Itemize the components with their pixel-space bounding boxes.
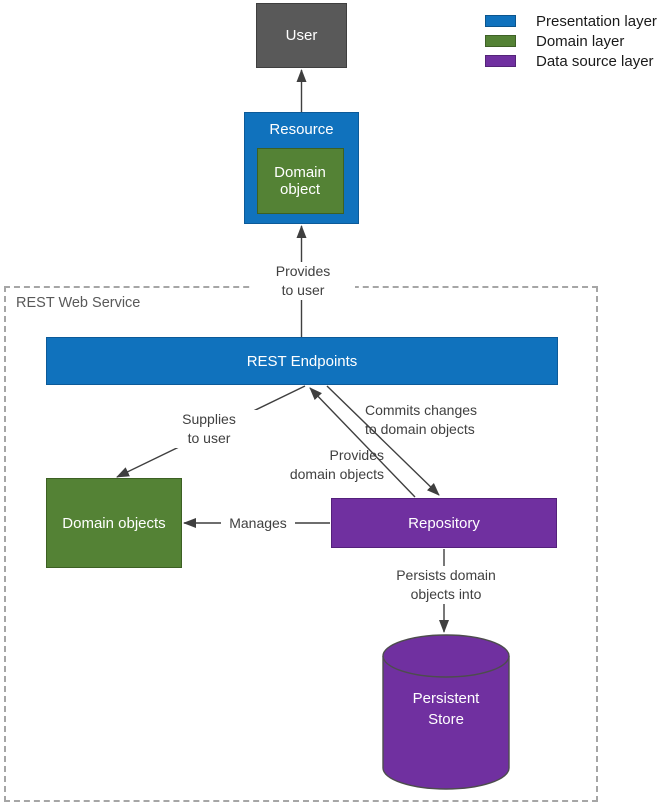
legend-swatch-presentation-layer (485, 15, 516, 27)
legend-swatch-domain-layer (485, 35, 516, 47)
rest-endpoints-node-label: REST Endpoints (246, 352, 358, 370)
user-node: User (256, 3, 347, 68)
repository-node: Repository (331, 498, 557, 548)
edge-label-manages: Manages (221, 514, 295, 533)
edge-label-persists: Persists domain objects into (374, 566, 518, 604)
domain-object-node: Domain object (256, 147, 344, 214)
legend: Presentation layer Domain layer Data sou… (485, 11, 657, 71)
legend-swatch-data-source-layer (485, 55, 516, 67)
legend-item-data-source: Data source layer (485, 51, 657, 71)
resource-node-label: Resource (269, 121, 334, 138)
user-node-label: User (285, 27, 318, 44)
rest-web-service-label: REST Web Service (16, 295, 141, 311)
legend-label-data-source-layer: Data source layer (536, 52, 654, 70)
legend-item-domain: Domain layer (485, 31, 657, 51)
legend-item-presentation: Presentation layer (485, 11, 657, 31)
resource-node: Resource Domain object (244, 112, 359, 224)
domain-objects-node-label: Domain objects (62, 514, 166, 532)
edge-label-provides-domain-objects: Provides domain objects (289, 447, 384, 482)
legend-label-presentation-layer: Presentation layer (536, 12, 657, 30)
domain-object-node-label: Domain object (274, 163, 326, 198)
legend-label-domain-layer: Domain layer (536, 32, 625, 50)
domain-objects-node: Domain objects (46, 478, 182, 568)
rest-endpoints-node: REST Endpoints (46, 337, 558, 385)
edge-label-commits-changes: Commits changes to domain objects (365, 402, 478, 437)
persistent-store-label: Persistent Store (412, 690, 480, 728)
edge-label-provides-to-user: Provides to user (251, 262, 355, 300)
repository-node-label: Repository (408, 514, 480, 532)
edge-label-supplies-to-user: Supplies to user (157, 410, 261, 448)
